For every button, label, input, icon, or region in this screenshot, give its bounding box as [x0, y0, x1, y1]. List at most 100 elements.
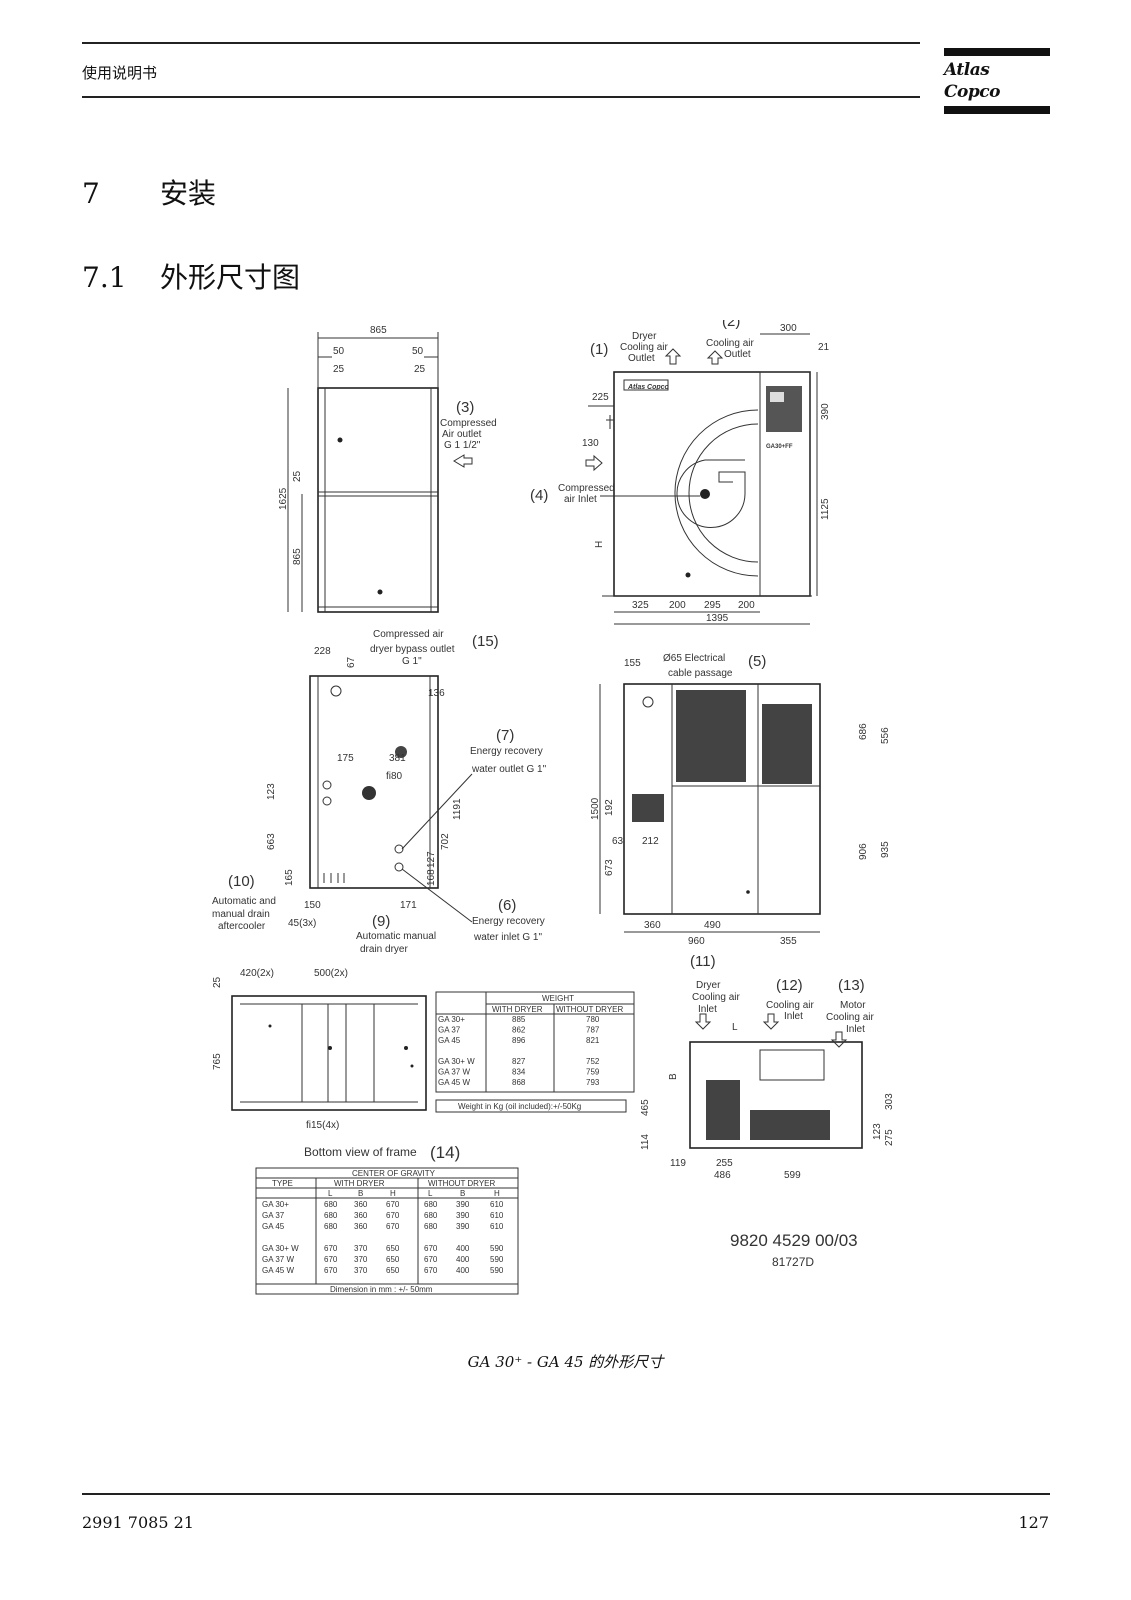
- cog-note: Dimension in mm : +/- 50mm: [330, 1285, 433, 1294]
- dim-25-bottom: 25: [212, 976, 223, 988]
- dim-50-left: 50: [333, 346, 345, 357]
- callout-1-line2: Cooling air: [620, 342, 668, 353]
- cog-table: CENTER OF GRAVITY TYPE WITH DRYER WITHOU…: [255, 1167, 519, 1295]
- dim-67: 67: [346, 656, 357, 668]
- callout-1-number: (1): [590, 341, 608, 358]
- side-view-logo: Atlas Copco: [627, 384, 670, 391]
- callout-11-line1: Dryer: [696, 980, 721, 991]
- cog-row-value: 670: [324, 1255, 338, 1264]
- dim-fi15: fi15(4x): [306, 1120, 339, 1131]
- dim-686: 686: [858, 723, 869, 740]
- dim-136: 136: [428, 688, 445, 699]
- cog-subcol: H: [494, 1189, 500, 1198]
- dim-465: 465: [640, 1099, 651, 1116]
- cog-subcol: H: [390, 1189, 396, 1198]
- dim-702: 702: [440, 833, 451, 850]
- weight-row-without-dryer: 787: [586, 1026, 600, 1035]
- cog-row-value: 390: [456, 1222, 470, 1231]
- cog-row-value: 650: [386, 1244, 400, 1253]
- cog-subcol: L: [328, 1189, 333, 1198]
- dim-25-right: 25: [414, 364, 426, 375]
- dim-486: 486: [714, 1170, 731, 1181]
- weight-col-without-dryer: WITHOUT DRYER: [556, 1005, 623, 1014]
- cog-row-value: 680: [324, 1222, 338, 1231]
- cog-row-value: 680: [324, 1211, 338, 1220]
- cog-row-value: 590: [490, 1244, 504, 1253]
- dim-155: 155: [624, 658, 641, 669]
- figure-caption: GA 30⁺ - GA 45 的外形尺寸: [467, 1353, 664, 1371]
- dim-fi80: fi80: [386, 771, 403, 782]
- cog-row-value: 370: [354, 1266, 368, 1275]
- cog-row-value: 610: [490, 1211, 504, 1220]
- dim-381: 381: [389, 753, 406, 764]
- dim-130: 130: [582, 438, 599, 449]
- callout-1-line3: Outlet: [628, 353, 655, 364]
- dim-45x3: 45(3x): [288, 918, 316, 929]
- dim-225: 225: [592, 392, 609, 403]
- top-view: (11) Dryer Cooling air Inlet (12) Coolin…: [640, 953, 895, 1181]
- callout-11-number: (11): [690, 953, 716, 970]
- dim-front-width: 865: [370, 325, 387, 336]
- cog-row-value: 680: [324, 1200, 338, 1209]
- dim-127: 127: [426, 851, 437, 868]
- dim-663: 663: [266, 833, 277, 850]
- weight-row-with-dryer: 827: [512, 1057, 526, 1066]
- dim-200a: 200: [669, 600, 686, 611]
- callout-12-line2: Inlet: [784, 1011, 803, 1022]
- dim-556: 556: [880, 727, 891, 744]
- weight-row-with-dryer: 896: [512, 1036, 526, 1045]
- subsection-number: 7.1: [82, 261, 127, 294]
- dim-303: 303: [884, 1093, 895, 1110]
- dim-1625: 1625: [278, 487, 289, 510]
- dim-935: 935: [880, 841, 891, 858]
- cog-row-value: 400: [456, 1255, 470, 1264]
- cog-row-value: 610: [490, 1200, 504, 1209]
- weight-row-without-dryer: 780: [586, 1015, 600, 1024]
- callout-1: (1) Dryer Cooling air Outlet: [590, 331, 682, 365]
- weight-row-without-dryer: 793: [586, 1078, 600, 1087]
- weight-row-type: GA 30+ W: [438, 1057, 475, 1066]
- dim-50-right: 50: [412, 346, 424, 357]
- callout-14-number: (14): [430, 1143, 460, 1162]
- cog-row-value: 390: [456, 1211, 470, 1220]
- callout-10-line1: Automatic and: [212, 896, 276, 907]
- weight-row-type: GA 30+: [438, 1015, 465, 1024]
- cog-row-type: GA 30+ W: [262, 1244, 299, 1253]
- header-bottom-rule: [82, 96, 920, 98]
- dim-355: 355: [780, 936, 797, 947]
- cog-row-value: 680: [424, 1211, 438, 1220]
- cog-title: CENTER OF GRAVITY: [352, 1169, 436, 1178]
- cog-row-type: GA 37: [262, 1211, 285, 1220]
- manual-title: 使用说明书: [82, 64, 158, 82]
- callout-3: (3) Compressed Air outlet G 1 1/2": [440, 399, 497, 468]
- dim-H: H: [594, 541, 605, 548]
- front-view: 865 50 50 25 25 1625 865 25: [278, 325, 439, 613]
- callout-5-line2: cable passage: [668, 668, 733, 679]
- callout-15: (15) Compressed air dryer bypass outlet …: [370, 629, 499, 667]
- dim-L: L: [732, 1022, 738, 1033]
- cog-row-value: 650: [386, 1255, 400, 1264]
- callout-7: (7) Energy recovery water outlet G 1": [401, 727, 547, 850]
- callout-13-line2: Cooling air: [826, 1012, 874, 1023]
- callout-2: (2) Cooling air Outlet: [706, 320, 754, 365]
- weight-row-with-dryer: 868: [512, 1078, 526, 1087]
- dim-960: 960: [688, 936, 705, 947]
- header-top-rule: [82, 42, 920, 44]
- cog-row-type: GA 45 W: [262, 1266, 294, 1275]
- cog-subcol: B: [460, 1189, 465, 1198]
- cog-row-type: GA 37 W: [262, 1255, 294, 1264]
- callout-15-line3: G 1": [402, 656, 422, 667]
- callout-7-line2: water outlet G 1": [471, 764, 547, 775]
- weight-row-without-dryer: 752: [586, 1057, 600, 1066]
- dim-63: 63: [612, 836, 624, 847]
- callout-15-line2: dryer bypass outlet: [370, 644, 455, 655]
- cog-row-value: 360: [354, 1200, 368, 1209]
- rear-panel-view: 155 Ø65 Electrical cable passage (5) 150…: [590, 653, 891, 947]
- weight-table: WEIGHT WITH DRYER WITHOUT DRYER GA 30+88…: [435, 991, 635, 1113]
- cog-row-value: 650: [386, 1266, 400, 1275]
- weight-row-without-dryer: 759: [586, 1068, 600, 1077]
- dim-114: 114: [640, 1134, 651, 1150]
- dim-1125: 1125: [820, 498, 831, 520]
